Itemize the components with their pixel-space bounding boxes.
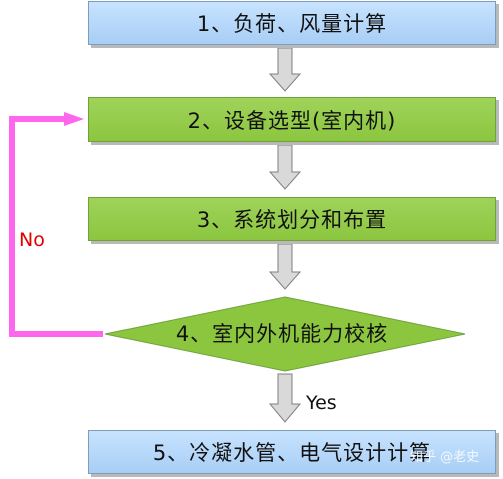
step-1-box: 1、负荷、风量计算 bbox=[88, 1, 496, 45]
step-1-label: 1、负荷、风量计算 bbox=[196, 12, 388, 36]
arrow-3-to-4 bbox=[268, 243, 302, 290]
step-3-box: 3、系统划分和布置 bbox=[88, 197, 496, 241]
step-5-box: 5、冷凝水管、电气设计计算 bbox=[88, 430, 496, 474]
arrow-2-to-3 bbox=[268, 144, 302, 190]
step-5-label: 5、冷凝水管、电气设计计算 bbox=[152, 441, 432, 465]
arrow-1-to-2 bbox=[268, 47, 302, 92]
no-loop-line bbox=[9, 112, 103, 337]
no-label: No bbox=[19, 229, 45, 251]
watermark: 知乎 @老史 bbox=[410, 450, 480, 465]
step-2-label: 2、设备选型(室内机) bbox=[187, 108, 397, 133]
arrow-4-to-5 bbox=[268, 373, 302, 423]
decision-diamond bbox=[104, 296, 466, 372]
step-4-label: 4、室内外机能力校核 bbox=[175, 322, 389, 346]
step-2-box: 2、设备选型(室内机) bbox=[88, 97, 496, 142]
yes-label: Yes bbox=[306, 392, 337, 414]
step-3-label: 3、系统划分和布置 bbox=[196, 208, 388, 232]
